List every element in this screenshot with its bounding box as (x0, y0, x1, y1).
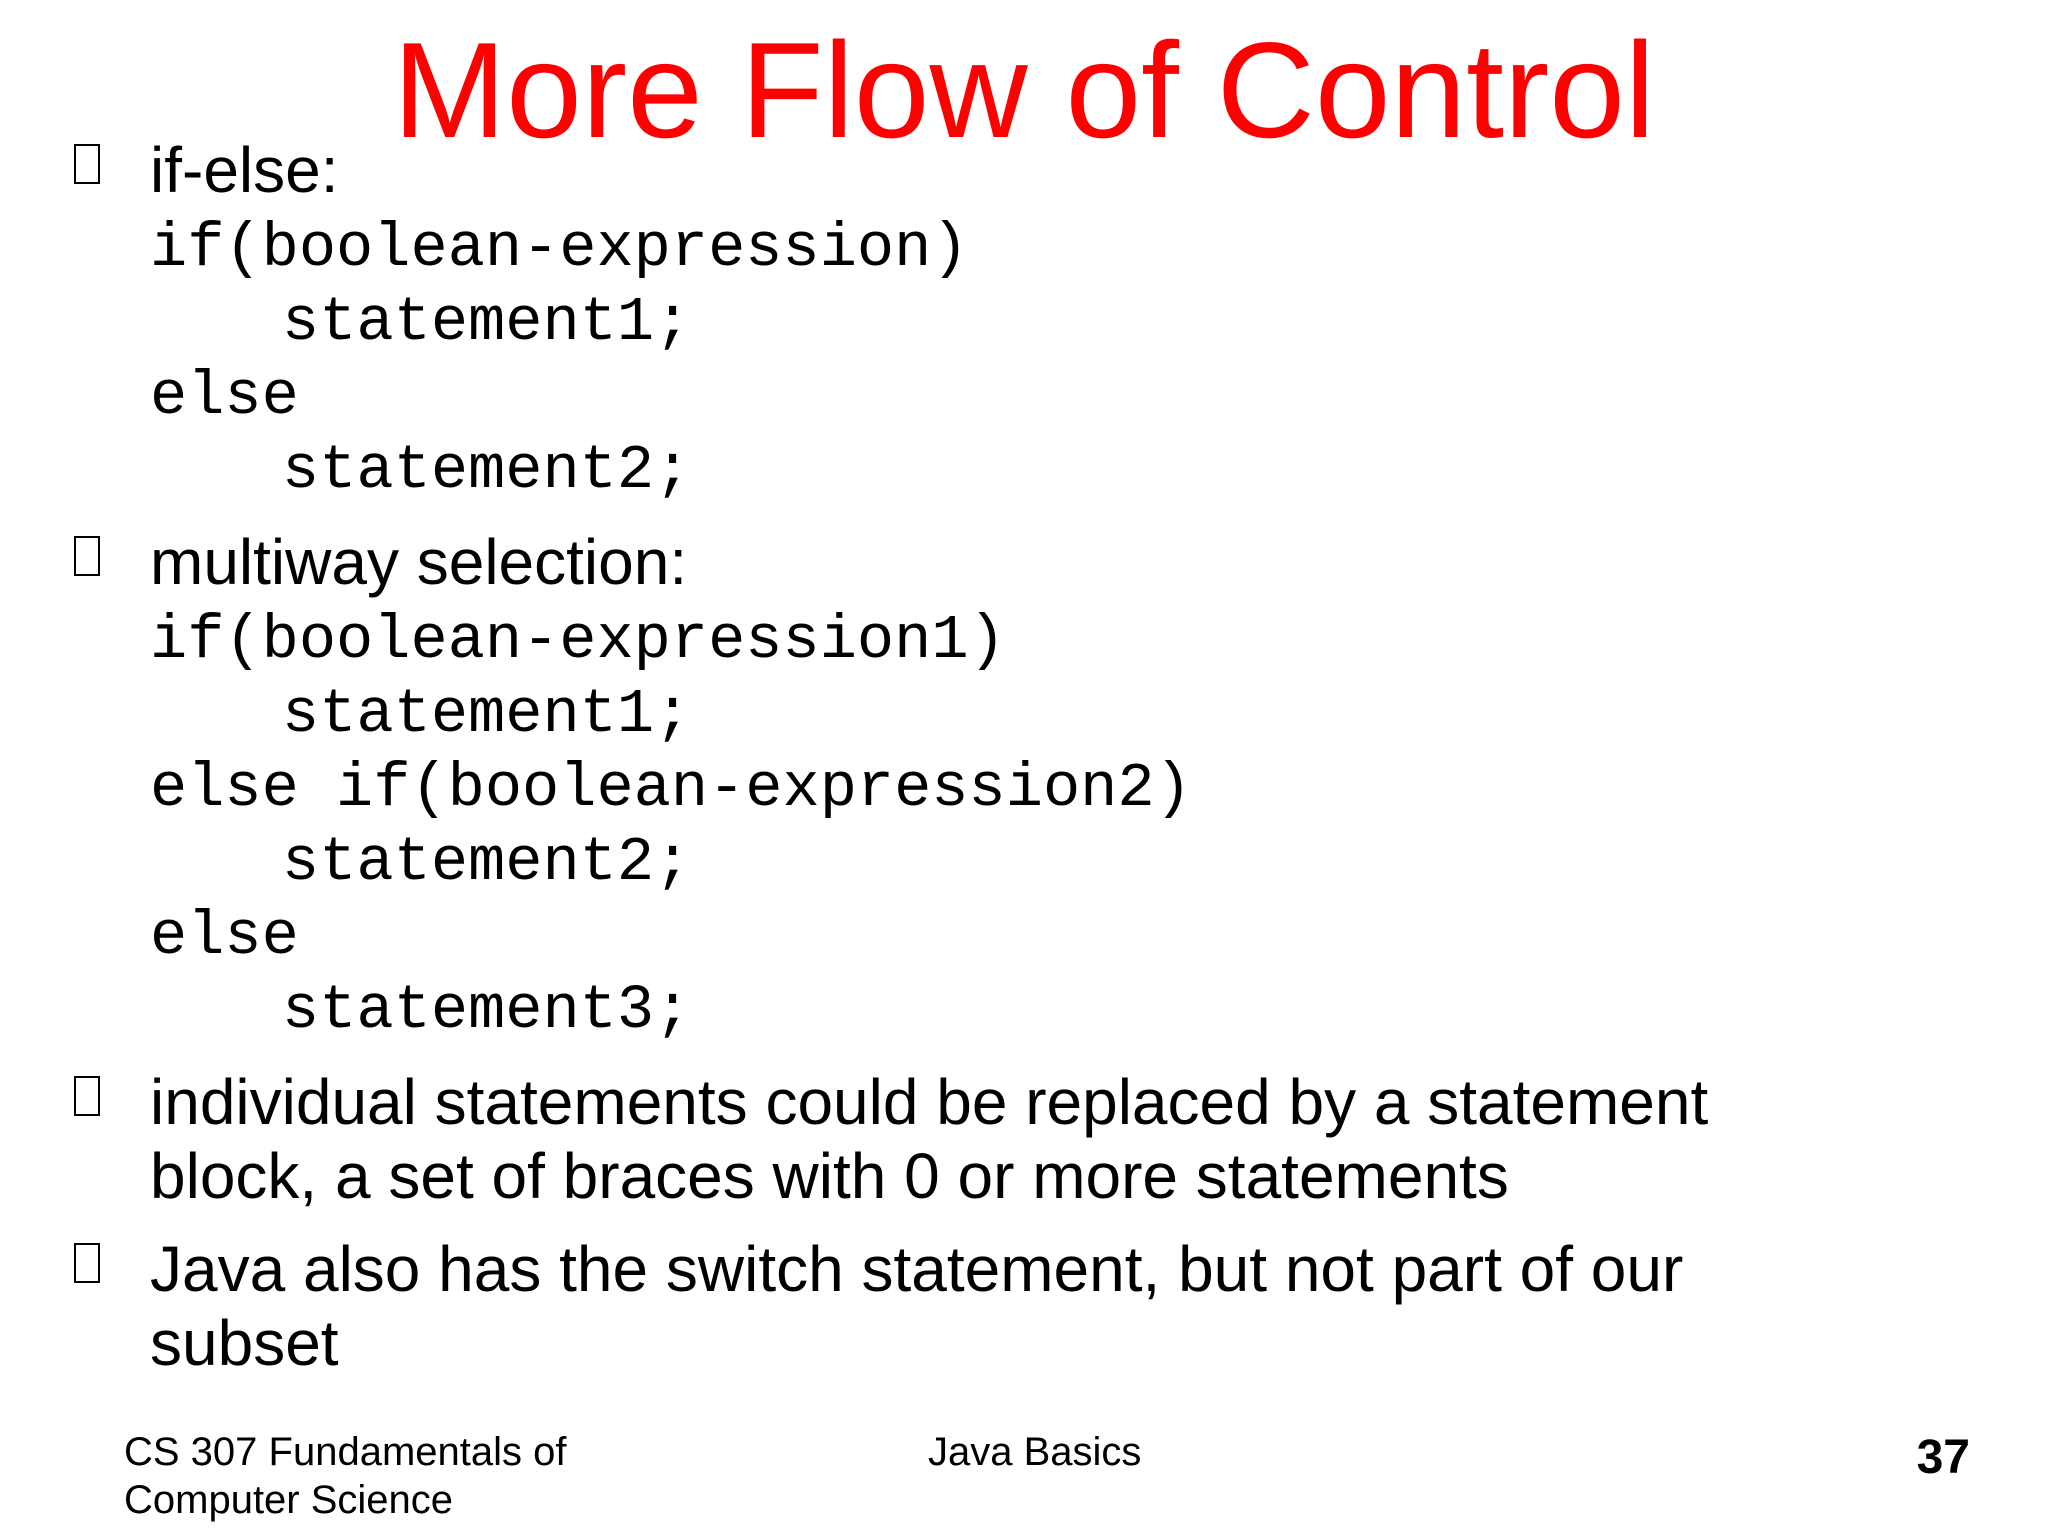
bullet-marker (74, 536, 100, 576)
footer-course-line2: Computer Science (124, 1478, 454, 1522)
bullet-marker (74, 144, 100, 184)
slide-title: More Flow of Control (392, 14, 1656, 166)
code-line: statement2; (282, 827, 692, 898)
page-number: 37 (1916, 1431, 1970, 1484)
footer-topic: Java Basics (928, 1430, 1142, 1474)
code-line: else (150, 901, 299, 972)
bullet-text-statement-block-cont: block, a set of braces with 0 or more st… (150, 1140, 1509, 1212)
code-line: else (150, 361, 299, 432)
code-line: if(boolean-expression) (150, 213, 969, 284)
code-line: if(boolean-expression1) (150, 605, 1006, 676)
code-line: statement3; (282, 975, 692, 1046)
code-line: else if(boolean-expression2) (150, 753, 1192, 824)
bullet-marker (74, 1243, 100, 1283)
footer-course: CS 307 Fundamentals of Computer Science (124, 1428, 566, 1524)
code-line: statement2; (282, 435, 692, 506)
bullet-text-switch: Java also has the switch statement, but … (150, 1233, 1684, 1305)
bullet-text-statement-block: individual statements could be replaced … (150, 1066, 1709, 1138)
footer-course-line1: CS 307 Fundamentals of (124, 1430, 567, 1474)
bullet-text-switch-cont: subset (150, 1307, 339, 1379)
bullet-marker (74, 1076, 100, 1116)
code-line: statement1; (282, 679, 692, 750)
code-line: statement1; (282, 287, 692, 358)
bullet-text-if-else: if-else: (150, 134, 339, 206)
bullet-text-multiway: multiway selection: (150, 526, 688, 598)
